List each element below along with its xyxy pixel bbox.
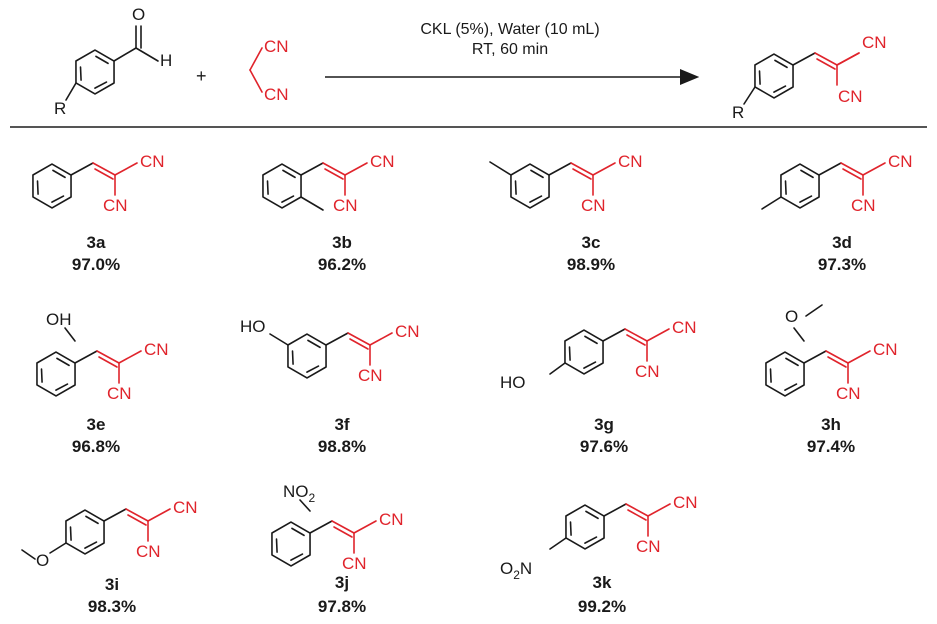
yield-3d: 97.3%: [818, 255, 866, 274]
yield-3c: 98.9%: [567, 255, 615, 274]
aldehyde-h-label: H: [160, 51, 172, 70]
yield-3k: 99.2%: [578, 597, 626, 616]
plus-sign: +: [196, 66, 207, 86]
nitro-label: O2N: [500, 559, 532, 582]
compound-id-3k: 3k: [593, 573, 612, 592]
nitrile-label: CN: [851, 196, 876, 215]
nitrile-label: CN: [888, 152, 913, 171]
compound-3a: CN CN: [22, 152, 165, 215]
nitrile-label: CN: [333, 196, 358, 215]
compound-3i: O CN CN: [21, 498, 198, 570]
nitrile-label: CN: [395, 322, 420, 341]
methoxy-o-label: O: [785, 307, 798, 326]
compound-id-3g: 3g: [594, 415, 614, 434]
nitrile-label: CN: [136, 542, 161, 561]
nitrile-label: CN: [635, 362, 660, 381]
reaction-arrow: CKL (5%), Water (10 mL) RT, 60 min: [325, 21, 700, 85]
product-cn-top: CN: [862, 33, 887, 52]
yield-3g: 97.6%: [580, 437, 628, 456]
compound-id-3e: 3e: [87, 415, 106, 434]
r-group-label: R: [54, 99, 66, 118]
compound-3b: CN CN: [252, 152, 395, 215]
compound-3h: O CN CN: [755, 304, 898, 403]
nitrile-label: CN: [873, 340, 898, 359]
malononitrile-cn-top: CN: [264, 37, 289, 56]
nitrile-label: CN: [673, 493, 698, 512]
nitrile-label: CN: [836, 384, 861, 403]
conditions-line-2: RT, 60 min: [472, 41, 548, 58]
nitrile-label: CN: [140, 152, 165, 171]
compound-id-3c: 3c: [582, 233, 601, 252]
yield-3h: 97.4%: [807, 437, 855, 456]
nitrile-label: CN: [173, 498, 198, 517]
compound-3k: O2N CN CN: [500, 493, 698, 582]
conditions-line-1: CKL (5%), Water (10 mL): [420, 21, 599, 38]
nitrile-label: CN: [342, 554, 367, 573]
yield-3a: 97.0%: [72, 255, 120, 274]
nitro-label: NO2: [283, 482, 316, 505]
yield-3f: 98.8%: [318, 437, 366, 456]
yield-3i: 98.3%: [88, 597, 136, 616]
hydroxyl-label: OH: [46, 310, 72, 329]
nitrile-label: CN: [358, 366, 383, 385]
nitrile-label: CN: [107, 384, 132, 403]
hydroxyl-label: HO: [240, 317, 266, 336]
nitrile-label: CN: [618, 152, 643, 171]
nitrile-label: CN: [370, 152, 395, 171]
nitrile-label: CN: [144, 340, 169, 359]
compound-id-3a: 3a: [87, 233, 106, 252]
reactant-malononitrile: CN CN: [249, 37, 289, 104]
compound-3j: NO2 CN CN: [261, 482, 404, 573]
reactant-benzaldehyde: O H R: [54, 5, 172, 118]
compound-id-3f: 3f: [334, 415, 349, 434]
nitrile-label: CN: [636, 537, 661, 556]
nitrile-label: CN: [103, 196, 128, 215]
compound-3e: OH CN CN: [26, 310, 169, 403]
product-general: CN CN R: [732, 33, 887, 122]
methoxy-o-label: O: [36, 551, 49, 570]
nitrile-label: CN: [581, 196, 606, 215]
compound-3f: HO CN CN: [240, 317, 420, 385]
nitrile-label: CN: [672, 318, 697, 337]
aldehyde-o-label: O: [132, 5, 145, 24]
compound-3c: CN CN: [489, 152, 643, 215]
yield-3b: 96.2%: [318, 255, 366, 274]
compound-id-3h: 3h: [821, 415, 841, 434]
nitrile-label: CN: [379, 510, 404, 529]
compound-id-3j: 3j: [335, 573, 349, 592]
malononitrile-cn-bottom: CN: [264, 85, 289, 104]
compound-id-3b: 3b: [332, 233, 352, 252]
compound-id-3d: 3d: [832, 233, 852, 252]
yield-3e: 96.8%: [72, 437, 120, 456]
compound-3d: CN CN: [761, 152, 913, 215]
product-r-label: R: [732, 103, 744, 122]
yield-3j: 97.8%: [318, 597, 366, 616]
compound-id-3i: 3i: [105, 575, 119, 594]
hydroxyl-label: HO: [500, 373, 526, 392]
compound-3g: HO CN CN: [500, 318, 697, 392]
product-cn-bottom: CN: [838, 87, 863, 106]
